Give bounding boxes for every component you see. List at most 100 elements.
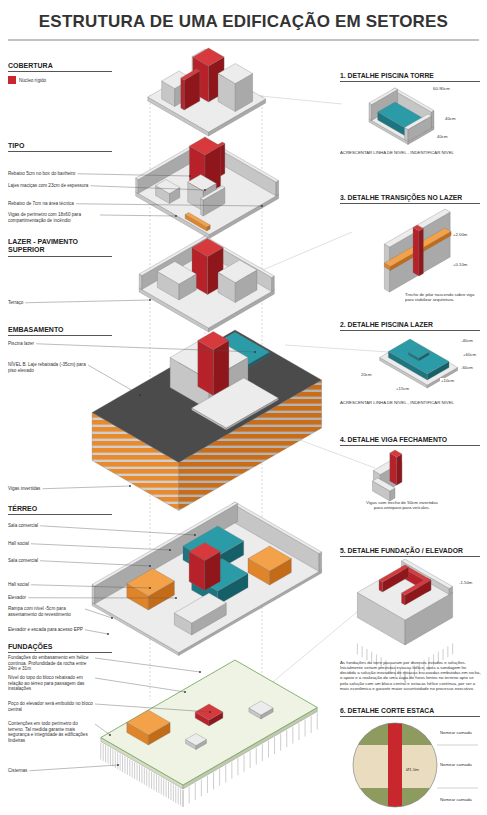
detail-heading: 5. DETALHE FUNDAÇÃO / ELEVADOR [340, 547, 480, 557]
dimension-label: 40cm [436, 134, 449, 139]
callout-label: Sala comercial [8, 523, 38, 529]
pile [168, 782, 169, 799]
note-text: ACRESCENTAR LINHA DE NÍVEL - INDENTIFICA… [340, 150, 454, 155]
pile [141, 766, 142, 783]
pile [149, 770, 150, 787]
leader-dot [139, 394, 141, 396]
note-text: Nomear camada [440, 797, 472, 802]
pile [183, 790, 184, 807]
block-face [198, 341, 214, 396]
block-face [213, 341, 229, 396]
pile [274, 737, 275, 754]
block-face [413, 228, 419, 277]
block-top [218, 64, 253, 84]
callout-label: Poço do elevador será embutido no bloco … [8, 701, 93, 712]
pile [139, 765, 140, 782]
callout-label: Elevador e escada para acesso EPP [8, 627, 83, 633]
leader-dot [189, 175, 191, 177]
leader-line [95, 704, 210, 712]
pile [231, 762, 232, 779]
dimension-label: +2.00m [452, 232, 468, 237]
pile [195, 783, 196, 800]
note-text: Nomear camada [440, 730, 472, 735]
callout-label: Vigas de perímetro com 18x60 para compar… [8, 212, 98, 223]
pile [213, 772, 214, 789]
block-top [127, 710, 170, 735]
title-rule [8, 40, 479, 41]
dimension-label: +15cm [395, 386, 410, 391]
pile [366, 649, 367, 660]
leader-line [95, 678, 185, 692]
block-top [189, 543, 220, 561]
pile [201, 779, 202, 796]
leader-line [28, 597, 176, 598]
callout-label: Terraço [8, 300, 23, 306]
note-text: As fundações da torre passaram por diver… [340, 660, 482, 691]
block-top [388, 339, 449, 374]
block-top [201, 186, 225, 200]
block-top [390, 450, 402, 457]
leader-line [90, 186, 205, 190]
leader-dot [129, 485, 131, 487]
leader-dot [111, 617, 113, 619]
dimension-label: 60-90cm [432, 86, 451, 91]
block-top [156, 180, 180, 194]
dimension-label: -60cm [460, 365, 474, 370]
detail-heading: 6. DETALHE CORTE ESTACA [340, 707, 480, 717]
pile [173, 784, 174, 801]
callout-label: Fundações do embasamento em hélice contí… [8, 655, 93, 672]
block-face [232, 504, 319, 572]
pile [175, 786, 176, 803]
block-face [276, 181, 279, 197]
block-top [218, 260, 257, 283]
leader-dot [169, 549, 171, 551]
pile [103, 744, 104, 761]
pile [108, 747, 109, 764]
pile [268, 741, 269, 758]
pile [244, 755, 245, 772]
pile [156, 775, 157, 792]
layer-line [437, 788, 478, 789]
callout-label: Hall social [8, 582, 29, 588]
pile [122, 755, 123, 772]
dimension-label: +0.10m [452, 262, 468, 267]
block-top [92, 330, 322, 463]
pile [144, 768, 145, 785]
section-heading: FUNDAÇÕES [8, 643, 112, 653]
pile-core [388, 720, 402, 815]
block-top [127, 569, 175, 597]
callout-label: Rebaixo de 7cm na área técnica [8, 201, 74, 207]
pile [146, 769, 147, 786]
block-top [193, 48, 224, 66]
pile [256, 748, 257, 765]
pile [362, 646, 363, 657]
pile [225, 765, 226, 782]
pile [298, 723, 299, 740]
callout-label: Piscina lazer [8, 341, 34, 347]
block-face [405, 128, 409, 142]
pile-section [350, 720, 440, 815]
leader-dot [204, 189, 206, 191]
callout-label: Contenções em todo perímetro do terreno.… [8, 721, 93, 743]
pile [127, 758, 128, 775]
leader-line [40, 561, 150, 566]
detail-pointer [285, 345, 388, 352]
pile [180, 789, 181, 806]
block-top [249, 701, 273, 715]
leader-line [29, 765, 118, 771]
block-face [136, 178, 139, 194]
block-top [198, 332, 229, 350]
legend-text: Núcleo rígido [19, 78, 46, 84]
block-top [188, 175, 217, 192]
leader-line [88, 365, 140, 395]
block-top [181, 69, 200, 80]
pile [120, 754, 121, 771]
leader-line [25, 300, 150, 303]
leader-line [40, 526, 195, 535]
detail-pointer [300, 440, 375, 468]
pile [219, 769, 220, 786]
pile [447, 646, 448, 657]
pile [117, 752, 118, 769]
